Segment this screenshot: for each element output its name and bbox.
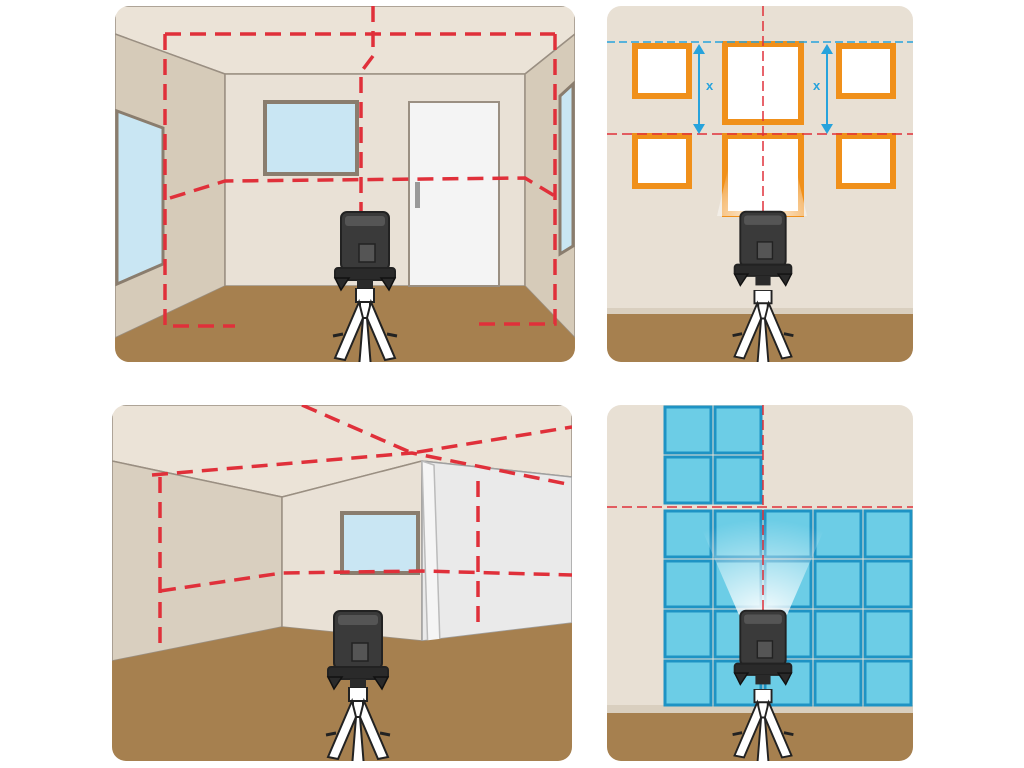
spacing-label-left: x xyxy=(706,78,714,93)
panel-room-corner-layout xyxy=(115,6,575,362)
spacing-label-right: x xyxy=(813,78,821,93)
cross-line-laser-level-icon xyxy=(334,211,396,291)
cross-line-laser-level-icon xyxy=(327,610,389,690)
panel-picture-frame-hanging: x x xyxy=(607,6,913,362)
cross-line-laser-level-icon xyxy=(733,210,793,287)
panel-wall-tile-alignment xyxy=(607,405,913,761)
cross-line-laser-level-icon xyxy=(733,609,793,686)
panel-partition-wall-alignment xyxy=(112,405,572,761)
